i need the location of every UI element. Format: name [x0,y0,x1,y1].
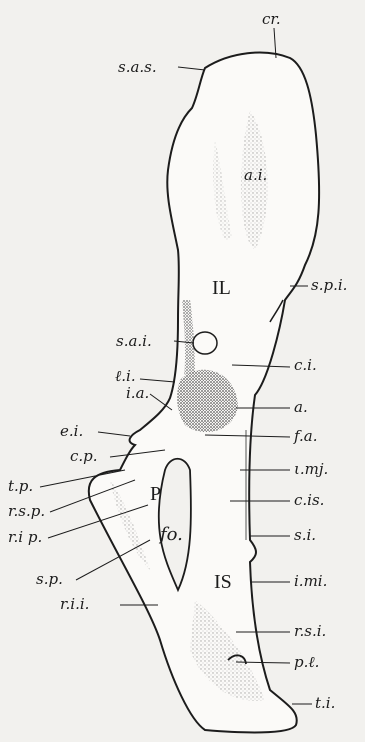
label-cis: c.is. [294,491,324,509]
label-ci: c.i. [294,356,317,374]
label-rsp: r.s.p. [8,502,45,520]
label-si: s.i. [294,526,316,544]
label-sai: s.a.i. [116,332,152,350]
label-spi: s.p.i. [311,276,347,294]
label-IL: IL [212,277,231,299]
leader-sas [178,67,205,70]
leader-li [140,379,175,382]
label-fa: f.a. [293,427,318,445]
label-pl: p.ℓ. [294,653,319,671]
label-fo: fo. [158,524,183,545]
label-cr: cr. [262,10,281,28]
label-IS: IS [214,571,232,593]
label-rip: r.i p. [8,528,42,546]
label-rsi: r.s.i. [294,622,326,640]
label-P: P [150,483,161,505]
label-rii: r.i.i. [60,595,89,613]
label-sas: s.a.s. [118,58,157,76]
label-cp: c.p. [70,447,98,465]
leader-ei [98,432,130,436]
label-ia: i.a. [126,384,149,402]
sai-tubercle [193,332,217,354]
label-tp: t.p. [8,477,33,495]
label-imj: ι.mj. [294,460,328,478]
label-li: ℓ.i. [115,367,136,385]
label-imi: i.mi. [294,572,327,590]
label-sp: s.p. [36,570,63,588]
label-a: a. [294,398,308,416]
label-ti: t.i. [315,694,335,712]
label-ai: a.i. [244,166,267,184]
label-ei: e.i. [60,422,83,440]
